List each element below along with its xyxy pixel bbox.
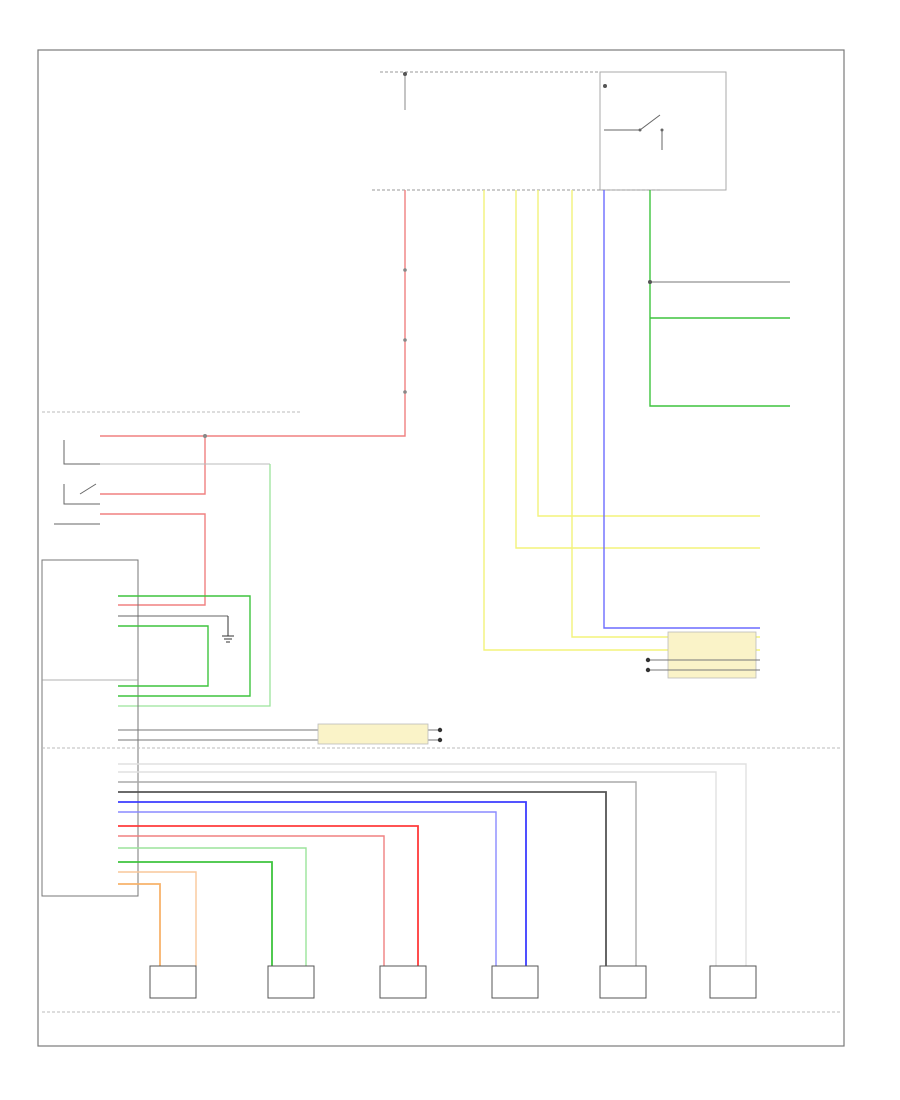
connector-icon xyxy=(645,657,651,663)
right-connector-rows xyxy=(648,659,760,671)
relay-switch-icon xyxy=(604,114,664,150)
middle-connector-block xyxy=(317,723,429,745)
blue-wire xyxy=(603,190,760,629)
diagram-frame xyxy=(37,49,845,1047)
control-module-box xyxy=(41,559,139,897)
left-switch-icon xyxy=(54,440,100,525)
sensor-box-icon xyxy=(149,965,757,999)
connector-icon xyxy=(437,727,443,733)
connector-icon xyxy=(645,667,651,673)
green-wire-upper-right xyxy=(649,190,790,407)
splice-dot-icon xyxy=(648,280,652,284)
right-connector-block xyxy=(667,631,757,679)
relay-box xyxy=(599,71,727,191)
sensor-bus-wires xyxy=(118,763,747,966)
splice-dot-icon xyxy=(403,72,407,76)
splice-dot-icon xyxy=(603,84,607,88)
green-wires-module xyxy=(118,595,251,697)
red-wire-main xyxy=(100,190,406,606)
yellow-wires xyxy=(483,190,760,651)
connector-icon xyxy=(437,737,443,743)
red-wire-splices xyxy=(203,268,407,438)
light-green-wire xyxy=(118,464,271,707)
ground-icon xyxy=(222,616,234,643)
